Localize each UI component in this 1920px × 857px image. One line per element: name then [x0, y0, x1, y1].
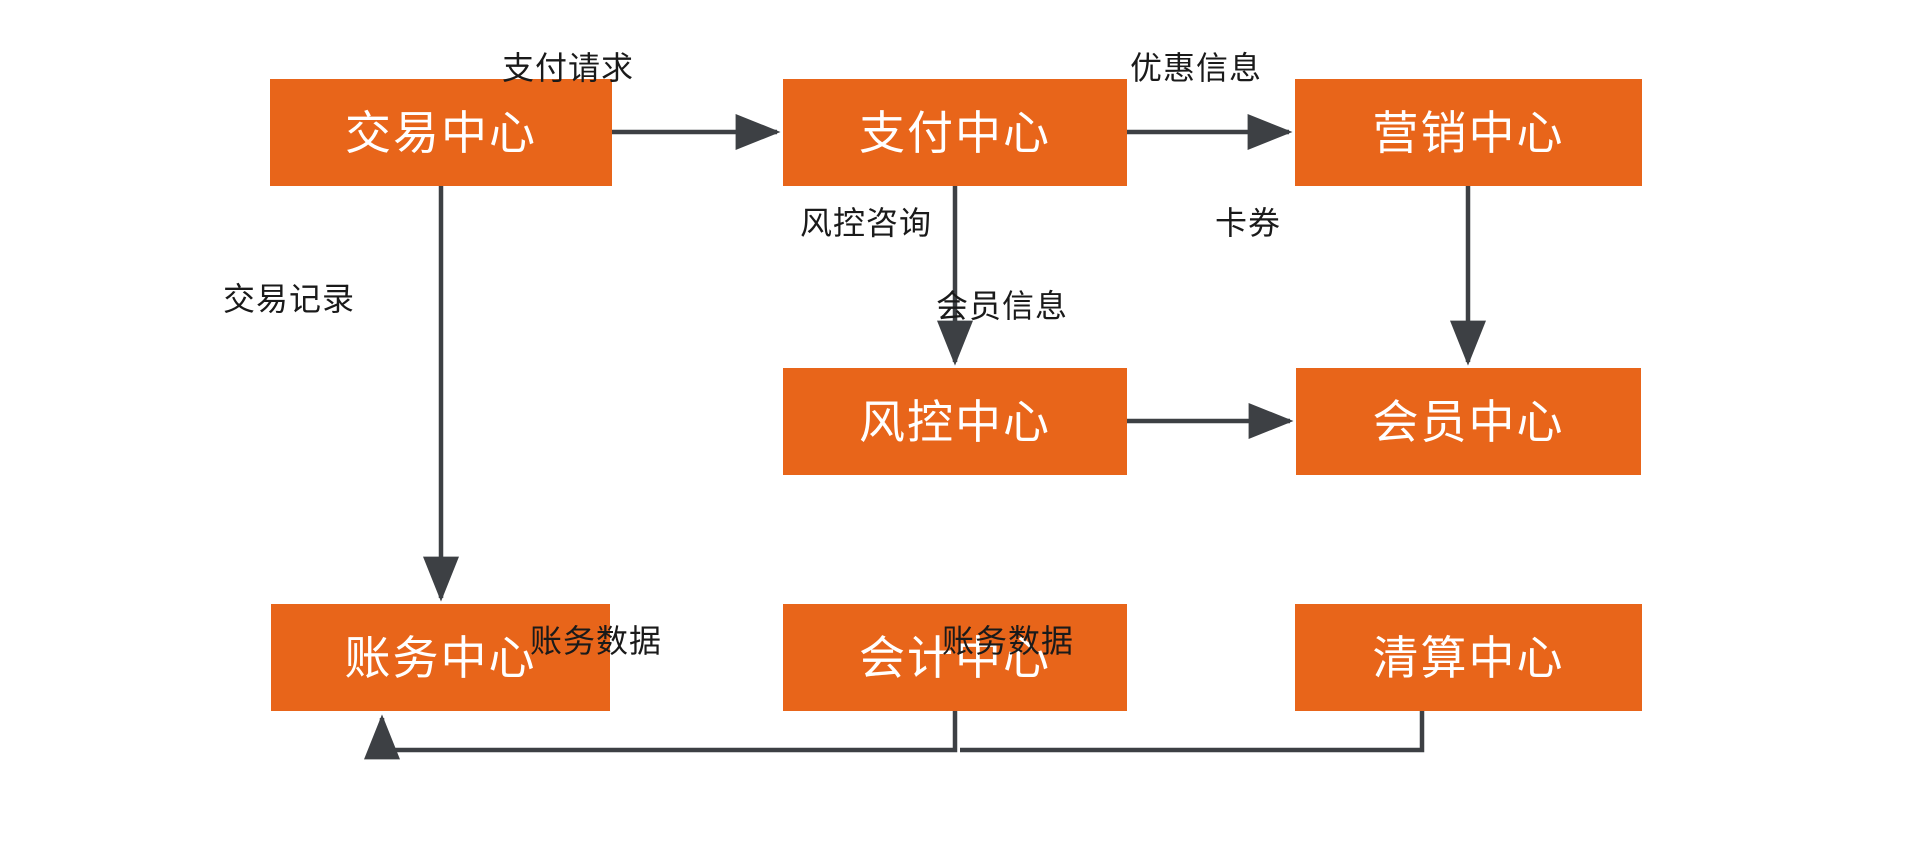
edge-label-risk-consult: 风控咨询	[800, 205, 933, 241]
node-marketing-label: 营销中心	[1372, 106, 1565, 159]
node-riskctrl-label: 风控中心	[859, 395, 1051, 448]
node-member[interactable]: 会员中心	[1296, 368, 1641, 475]
edge-finance-to-accounting	[364, 711, 958, 760]
edge-label-trade-record: 交易记录	[223, 281, 356, 317]
node-settlement[interactable]: 清算中心	[1295, 604, 1642, 711]
edge-settlement-to-accounting	[960, 711, 1425, 753]
node-riskctrl[interactable]: 风控中心	[783, 368, 1127, 475]
node-payment-label: 支付中心	[859, 106, 1051, 159]
node-finance[interactable]: 会计中心	[783, 604, 1127, 711]
node-marketing[interactable]: 营销中心	[1295, 79, 1642, 186]
edge-label-promotion-info: 优惠信息	[1130, 50, 1263, 86]
node-accounting-label: 账务中心	[344, 631, 537, 684]
node-trade-label: 交易中心	[345, 106, 537, 159]
node-accounting[interactable]: 账务中心	[271, 604, 610, 711]
node-finance-label: 会计中心	[859, 631, 1051, 684]
edge-label-member-info: 会员信息	[936, 288, 1069, 324]
edge-label-coupon: 卡券	[1215, 205, 1282, 241]
node-settlement-label: 清算中心	[1372, 631, 1565, 684]
node-trade[interactable]: 交易中心	[270, 79, 612, 186]
node-payment[interactable]: 支付中心	[783, 79, 1127, 186]
edge-label-account-data-left: 账务数据	[530, 623, 663, 659]
node-member-label: 会员中心	[1372, 395, 1565, 448]
edge-label-account-data-right: 账务数据	[942, 623, 1075, 659]
edge-label-payment-request: 支付请求	[502, 50, 635, 86]
